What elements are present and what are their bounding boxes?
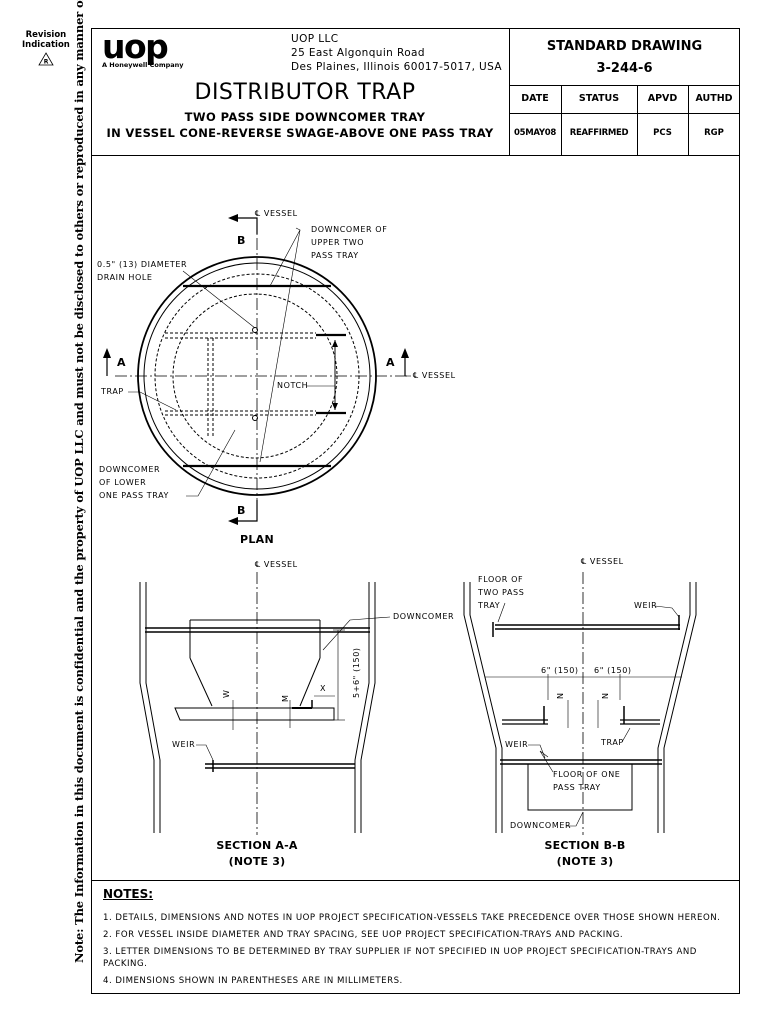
bb-floor-two-pass-3: TRAY	[478, 601, 501, 610]
logo-tagline: A Honeywell Company	[102, 61, 184, 69]
logo-wordmark: uop	[102, 27, 169, 66]
revision-col-2	[637, 85, 639, 155]
aa-dim-w: W	[222, 689, 231, 698]
aa-dim-m: M	[281, 694, 290, 702]
bb-cl-vessel: ℄ VESSEL	[581, 557, 624, 566]
uop-logo: uop A Honeywell Company	[102, 27, 184, 70]
plan-downcomer-lower-1: DOWNCOMER	[99, 465, 161, 474]
plan-downcomer-upper-1: DOWNCOMER OF	[311, 225, 388, 234]
note-item-3: 3. LETTER DIMENSIONS TO BE DETERMINED BY…	[103, 947, 697, 969]
drawing-subtitle-2: IN VESSEL CONE-REVERSE SWAGE-ABOVE ONE P…	[106, 126, 494, 140]
value-status: REAFFIRMED	[569, 128, 629, 138]
header-apvd: APVD	[647, 93, 678, 104]
plan-cl-vessel-right: ℄ VESSEL	[413, 371, 456, 380]
bb-note: (NOTE 3)	[556, 855, 614, 868]
bb-floor-one-pass-1: FLOOR OF ONE	[553, 770, 621, 779]
plan-trap: TRAP	[101, 387, 124, 396]
plan-downcomer-upper-3: PASS TRAY	[311, 251, 359, 260]
company-name: UOP LLC	[291, 33, 339, 45]
bb-floor-one-pass-2: PASS TRAY	[553, 783, 601, 792]
bb-floor-two-pass-2: TWO PASS	[478, 588, 525, 597]
revision-indication-label: Indication	[22, 40, 70, 50]
plan-downcomer-lower-3: ONE PASS TRAY	[99, 491, 170, 500]
aa-dim-x: X	[320, 684, 327, 693]
drawing-subtitle-1: TWO PASS SIDE DOWNCOMER TRAY	[184, 110, 426, 124]
plan-section-b-top: B	[237, 234, 246, 247]
plan-section-a-right: A	[386, 356, 396, 369]
revision-header-line	[509, 113, 740, 115]
plan-section-a-left: A	[117, 356, 127, 369]
aa-cl-vessel: ℄ VESSEL	[255, 560, 298, 569]
bb-weir-left: WEIR	[505, 740, 529, 749]
bb-downcomer: DOWNCOMER	[510, 821, 572, 830]
note-item-1: 1. DETAILS, DIMENSIONS AND NOTES IN UOP …	[103, 913, 721, 923]
note-item-2: 2. FOR VESSEL INSIDE DIAMETER AND TRAY S…	[103, 930, 624, 940]
revision-label: Revision	[25, 30, 67, 40]
bb-dim-left: 6" (150)	[541, 666, 579, 675]
bb-weir-right: WEIR	[634, 601, 658, 610]
bb-dim-n-right: N	[601, 692, 610, 699]
company-address: UOP LLC 25 East Algonquin Road Des Plain…	[291, 32, 502, 74]
notes-heading: NOTES:	[103, 887, 154, 901]
plan-drain-hole-1: 0.5" (13) DIAMETER	[97, 260, 188, 269]
bb-floor-two-pass-1: FLOOR OF	[478, 575, 524, 584]
address-line-1: 25 East Algonquin Road	[291, 47, 425, 59]
aa-title: SECTION A-A	[216, 839, 298, 852]
aa-downcomer: DOWNCOMER	[393, 612, 455, 621]
revision-triangle-icon: R	[38, 52, 54, 66]
title-block-bottom-line	[91, 155, 740, 157]
aa-weir: WEIR	[172, 740, 196, 749]
value-authd: RGP	[704, 128, 724, 138]
plan-notch: NOTCH	[277, 381, 309, 390]
notes-top-line	[91, 880, 740, 882]
aa-note: (NOTE 3)	[228, 855, 286, 868]
drawing-title: DISTRIBUTOR TRAP	[194, 80, 416, 105]
revision-col-3	[688, 85, 690, 155]
revision-indication: Revision Indication R	[22, 30, 70, 69]
note-item-4: 4. DIMENSIONS SHOWN IN PARENTHESES ARE I…	[103, 976, 403, 986]
standard-drawing-heading: STANDARD DRAWING	[546, 39, 703, 54]
revision-symbol: R	[44, 59, 49, 66]
aa-dim-height: 5+6" (150)	[352, 647, 361, 698]
value-date: 05MAY08	[514, 128, 556, 138]
plan-section-b-bottom: B	[237, 504, 246, 517]
drawing-number: 3-244-6	[596, 61, 653, 76]
notes-list: 1. DETAILS, DIMENSIONS AND NOTES IN UOP …	[103, 912, 723, 992]
plan-drain-hole-2: DRAIN HOLE	[97, 273, 153, 282]
bb-title: SECTION B-B	[544, 839, 626, 852]
header-date: DATE	[521, 93, 549, 104]
header-status: STATUS	[578, 93, 620, 104]
drawing-frame	[91, 28, 740, 994]
plan-cl-vessel-top: ℄ VESSEL	[255, 209, 298, 218]
bb-dim-right: 6" (150)	[594, 666, 632, 675]
address-line-2: Des Plaines, Illinois 60017-5017, USA	[291, 61, 502, 73]
revision-col-1	[561, 85, 563, 155]
header-authd: AUTHD	[695, 93, 733, 104]
plan-downcomer-upper-2: UPPER TWO	[311, 238, 365, 247]
title-block-divider	[509, 28, 511, 155]
heading-divider	[509, 85, 740, 87]
plan-downcomer-lower-2: OF LOWER	[99, 478, 147, 487]
value-apvd: PCS	[653, 128, 672, 138]
bb-trap: TRAP	[601, 738, 624, 747]
plan-title: PLAN	[240, 533, 274, 546]
bb-dim-n-left: N	[556, 692, 565, 699]
